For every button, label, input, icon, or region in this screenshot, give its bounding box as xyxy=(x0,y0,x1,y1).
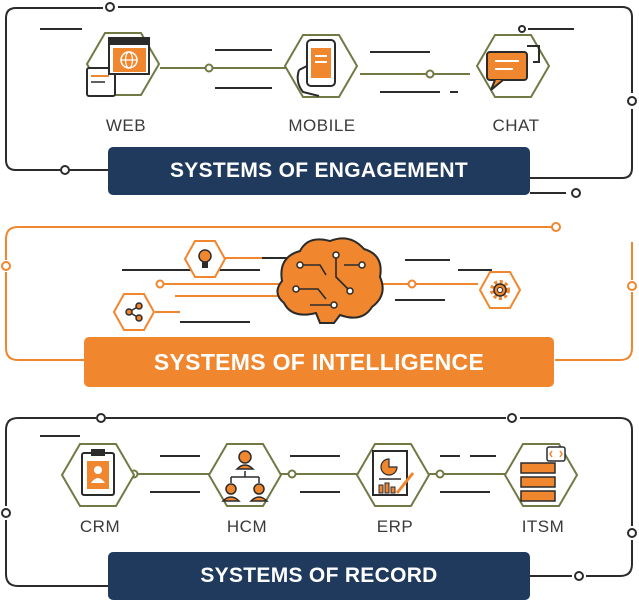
intelligence-frame-dots xyxy=(1,222,637,291)
engagement-frame xyxy=(5,6,633,194)
gear-icon xyxy=(490,280,510,300)
share-node xyxy=(112,293,156,331)
engagement-connectors xyxy=(160,67,470,75)
engagement-banner: SYSTEMS OF ENGAGEMENT xyxy=(108,147,530,195)
clipboard-user-icon xyxy=(81,449,115,496)
brain-node xyxy=(276,237,384,324)
hcm-label: HCM xyxy=(226,517,268,536)
mobile-label: MOBILE xyxy=(288,116,356,135)
web-node xyxy=(86,32,160,97)
report-chart-icon xyxy=(372,450,415,496)
server-code-icon xyxy=(520,446,566,502)
erp-node xyxy=(356,443,430,507)
lightbulb-icon xyxy=(198,249,212,268)
share-icon xyxy=(125,302,143,322)
itsm-label: ITSM xyxy=(521,517,565,536)
lightbulb-node xyxy=(183,240,227,278)
record-banner: SYSTEMS OF RECORD xyxy=(108,552,530,600)
mobile-node xyxy=(284,34,358,98)
chat-bubble-icon xyxy=(486,45,540,91)
chat-label: CHAT xyxy=(492,116,540,135)
itsm-node xyxy=(504,443,578,507)
record-frame-dots xyxy=(1,413,637,581)
brain-circuit-icon xyxy=(276,237,384,324)
erp-label: ERP xyxy=(376,517,414,536)
crm-node xyxy=(61,443,135,507)
engagement-frame-dots xyxy=(60,2,637,198)
crm-label: CRM xyxy=(79,517,121,536)
org-chart-people-icon xyxy=(221,450,269,502)
gear-node xyxy=(478,271,522,309)
chat-node xyxy=(476,34,550,98)
intelligence-frame xyxy=(5,226,633,361)
web-label: WEB xyxy=(105,116,147,135)
record-frame xyxy=(5,417,633,587)
web-browser-globe-icon xyxy=(86,37,150,97)
hcm-node xyxy=(208,443,282,507)
intelligence-banner: SYSTEMS OF INTELLIGENCE xyxy=(84,337,554,387)
mobile-phone-hand-icon xyxy=(296,39,336,97)
